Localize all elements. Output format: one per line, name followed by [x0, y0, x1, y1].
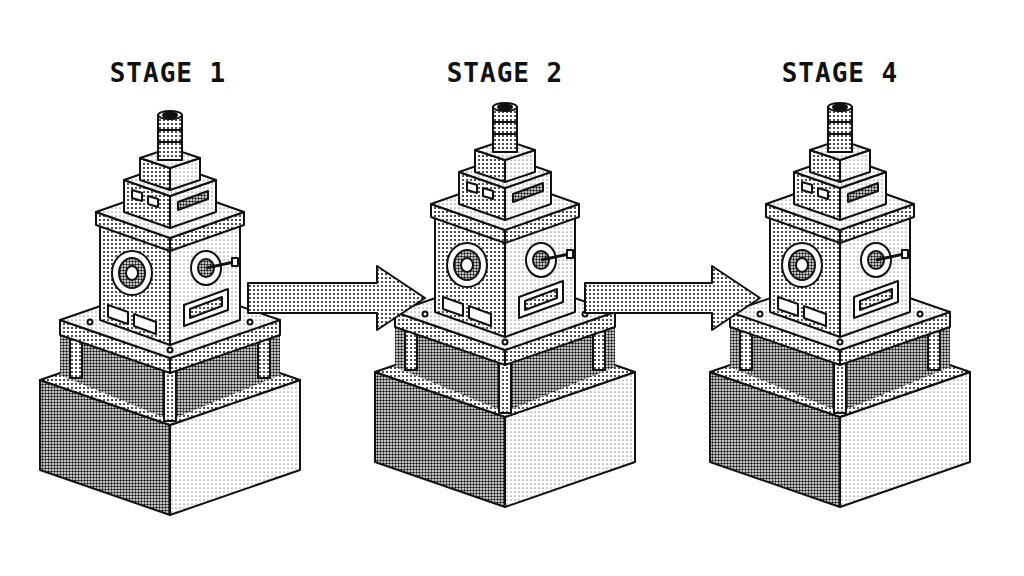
- machine-stage: STAGE 2: [425, 56, 585, 508]
- stage-label: STAGE 4: [760, 56, 920, 90]
- machine-stage: STAGE 1: [88, 56, 248, 518]
- machine-stage: STAGE 4: [760, 56, 920, 508]
- stage-label: STAGE 2: [425, 56, 585, 90]
- stage-label: STAGE 1: [88, 56, 248, 90]
- flow-arrow: [248, 266, 425, 330]
- flow-arrow: [585, 266, 760, 330]
